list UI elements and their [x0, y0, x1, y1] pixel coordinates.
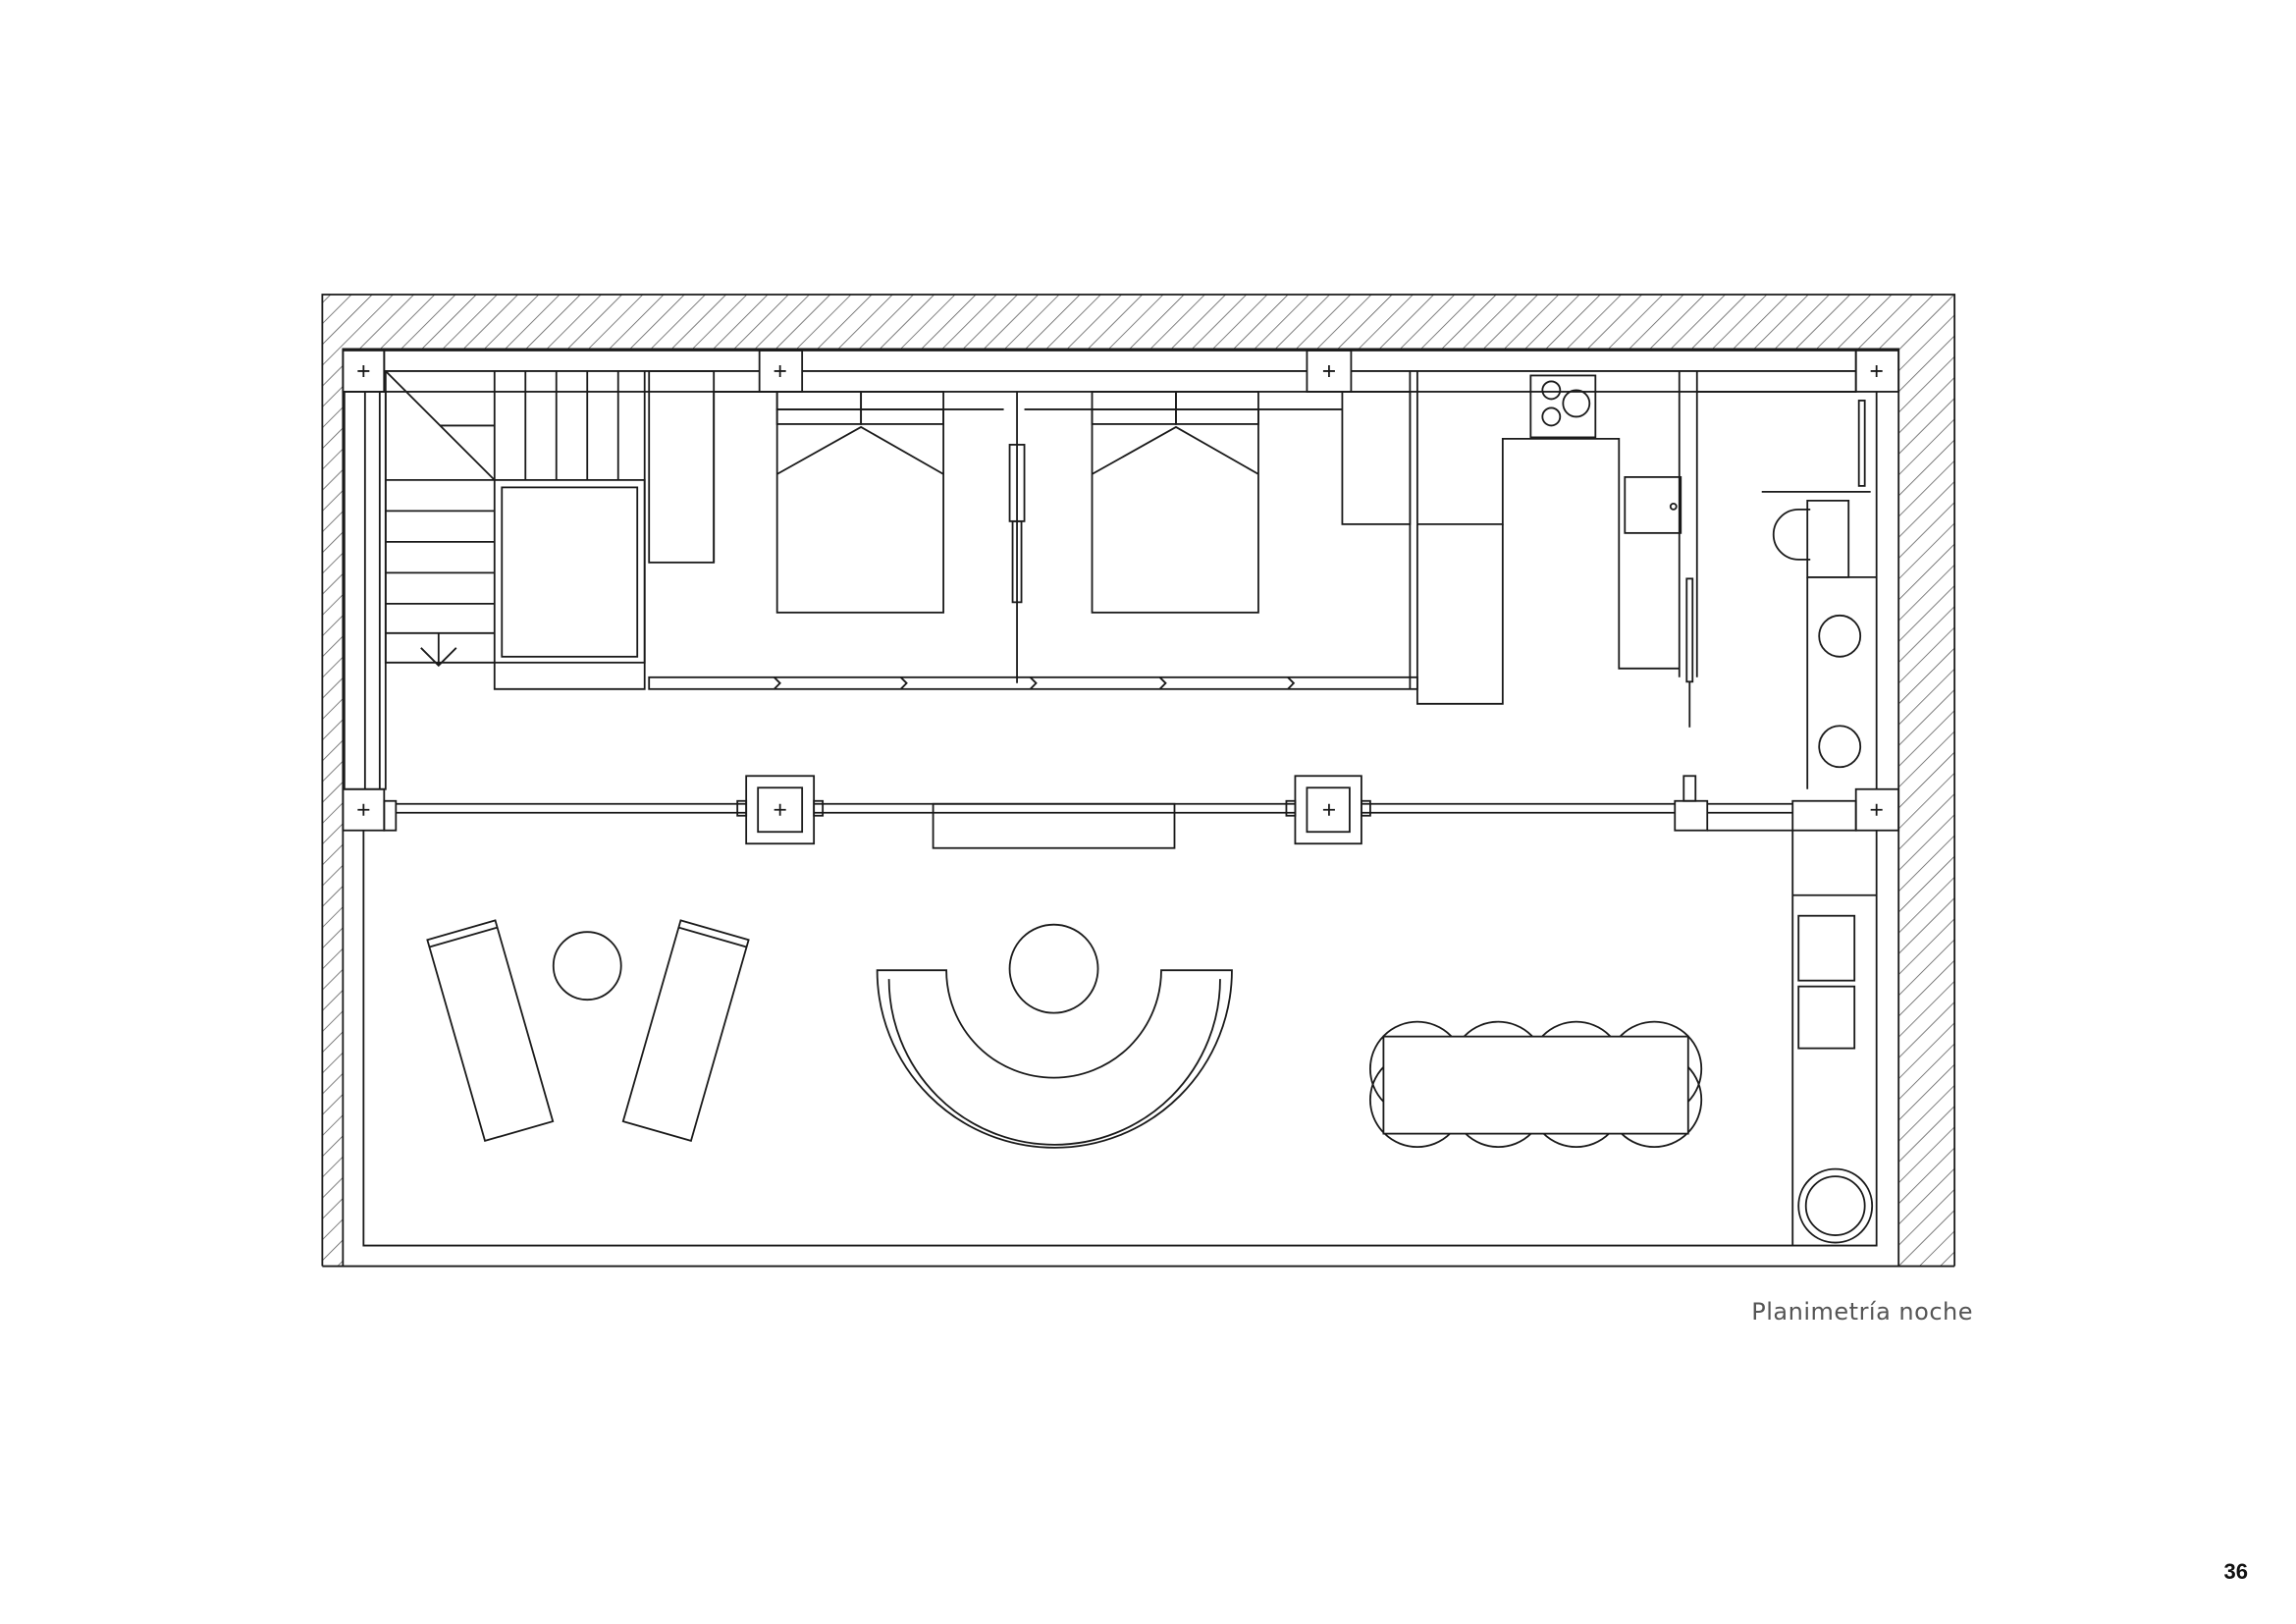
wardrobe: [648, 370, 716, 564]
terrace: [362, 830, 1878, 1247]
pillow: [1175, 391, 1259, 425]
bbq-unit: [1797, 985, 1856, 1050]
structural-column: [1306, 350, 1353, 393]
sink-icon: [1818, 725, 1862, 769]
boundary-wall-hatch: [322, 294, 1955, 1267]
structural-column: [745, 775, 816, 845]
dining-table: [1382, 1035, 1689, 1135]
pillow: [860, 391, 944, 425]
planter: [932, 802, 1176, 849]
burner-icon: [1541, 380, 1562, 401]
side-table: [552, 931, 622, 1001]
structural-column: [758, 350, 804, 393]
sliding-wardrobe-track: [648, 676, 1418, 690]
shower-screen: [1857, 400, 1866, 487]
dresser: [1341, 391, 1412, 525]
oven: [1624, 475, 1682, 534]
double-bed: [775, 408, 944, 614]
boundary-wall-outline: [321, 294, 1956, 1268]
coffee-table: [1008, 923, 1099, 1014]
double-bed: [1091, 408, 1259, 614]
bedroom-2: [1024, 391, 1412, 614]
burner-icon: [1562, 389, 1591, 418]
bathroom: [1696, 391, 1877, 789]
bedroom-1: [714, 391, 1026, 614]
dining-set: [1369, 1020, 1703, 1149]
staircase: [384, 370, 646, 690]
sliding-door: [1685, 577, 1694, 683]
toilet-icon: [1772, 508, 1811, 561]
structural-column: [1854, 787, 1900, 832]
curved-sofa: [876, 969, 1233, 1149]
stair-arrow-icon: [420, 632, 457, 668]
structural-column: [1294, 775, 1362, 845]
structural-column: [1854, 350, 1900, 393]
kitchen: [1415, 370, 1682, 705]
planter-pot: [1797, 1167, 1874, 1244]
sink-icon: [1818, 614, 1862, 658]
sun-lounger: [621, 919, 750, 1143]
cooktop: [1529, 374, 1597, 439]
bbq-unit: [1797, 914, 1856, 982]
sun-lounger: [426, 919, 555, 1143]
structural-column: [342, 787, 386, 832]
burner-icon: [1541, 406, 1562, 427]
drawing-caption: Planimetría noche: [1751, 1298, 1973, 1326]
pillow: [775, 391, 863, 425]
pillow: [1091, 391, 1177, 425]
glazed-facade: [383, 775, 1857, 832]
structural-column: [342, 350, 386, 393]
page-number: 36: [2223, 1559, 2248, 1584]
